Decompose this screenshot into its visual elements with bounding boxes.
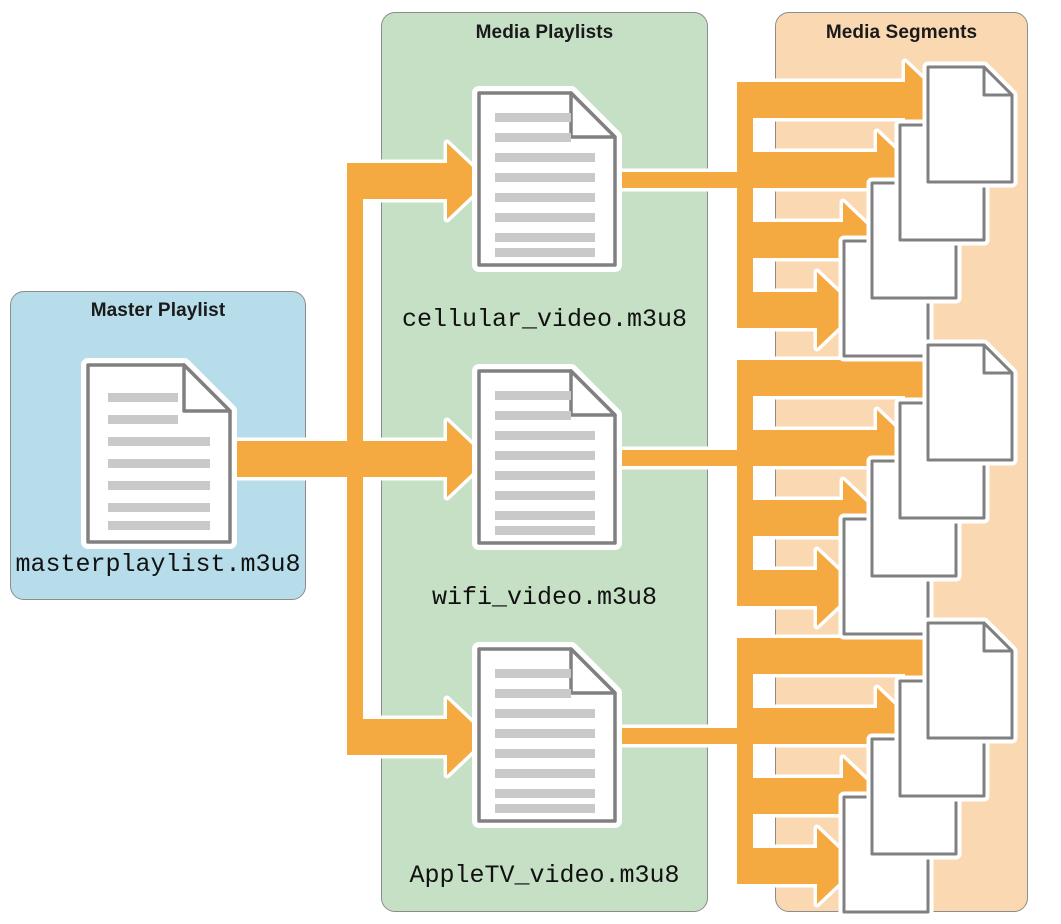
media-playlist-document-icon (471, 363, 623, 551)
segment-document (922, 61, 1018, 188)
master-playlist-document-icon (80, 357, 238, 550)
segment-document (922, 339, 1018, 466)
media-playlist-filename-appletv: AppleTV_video.m3u8 (409, 861, 680, 890)
segment-document (922, 617, 1018, 744)
master-playlist-filename: masterplaylist.m3u8 (15, 550, 301, 579)
media-playlist-document-icon (471, 85, 623, 273)
media-playlist-filename-cellular: cellular_video.m3u8 (401, 305, 688, 334)
media-playlist-filename-wifi: wifi_video.m3u8 (431, 583, 658, 612)
panel-media-segments-title: Media Segments (825, 22, 978, 43)
panel-master-playlist-title: Master Playlist (90, 300, 226, 321)
media-playlist-document-icon (471, 641, 623, 829)
panel-media-playlists-title: Media Playlists (475, 22, 614, 43)
